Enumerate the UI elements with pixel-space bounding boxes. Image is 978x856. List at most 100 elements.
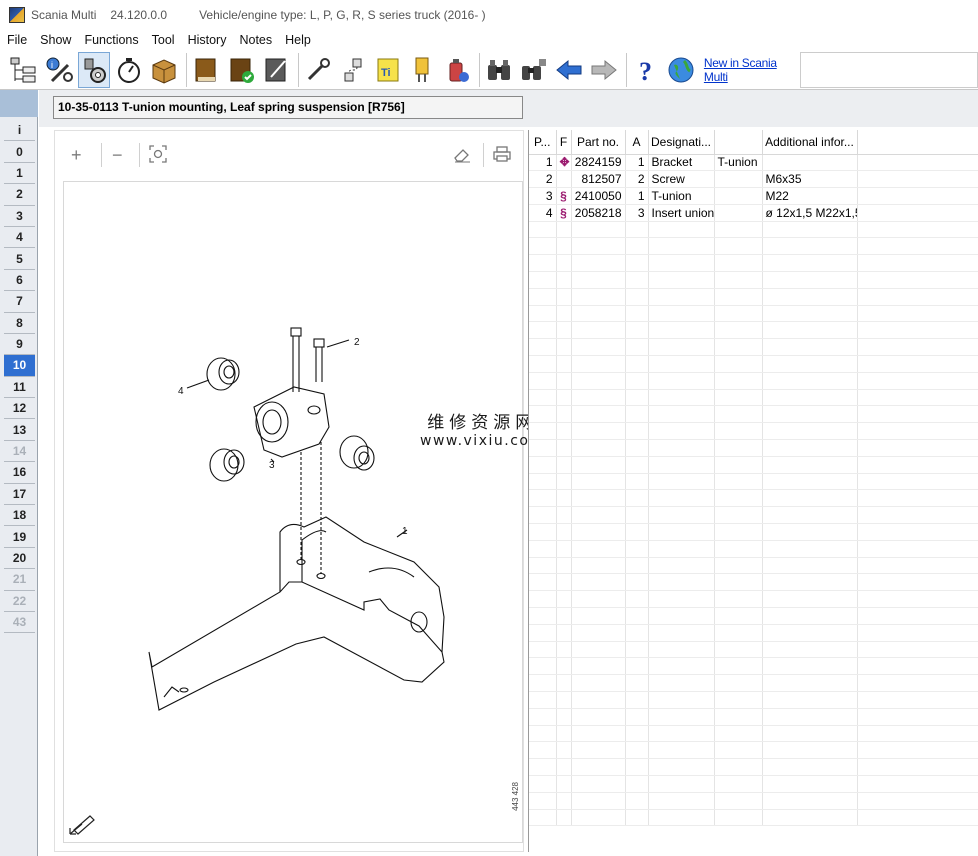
empty-cell bbox=[625, 725, 649, 743]
empty-cell bbox=[648, 607, 715, 625]
stopwatch-icon[interactable] bbox=[113, 52, 145, 88]
col-extra[interactable] bbox=[714, 130, 763, 155]
empty-row bbox=[529, 674, 978, 692]
menu-functions[interactable]: Functions bbox=[84, 33, 139, 47]
empty-row bbox=[529, 573, 978, 592]
menu-show[interactable]: Show bbox=[40, 33, 72, 47]
section-tab-20[interactable]: 20 bbox=[4, 548, 35, 570]
drawing-toolbar-divider bbox=[101, 143, 102, 167]
menu-file[interactable]: File bbox=[7, 33, 28, 47]
empty-cell bbox=[556, 557, 572, 575]
empty-cell bbox=[625, 523, 649, 541]
empty-row bbox=[529, 422, 978, 441]
connector-icon[interactable] bbox=[337, 52, 369, 88]
empty-cell bbox=[529, 254, 557, 273]
tree-structure-icon[interactable] bbox=[8, 52, 40, 88]
binoculars-icon[interactable] bbox=[483, 52, 515, 88]
empty-cell bbox=[648, 641, 715, 659]
section-tab-17[interactable]: 17 bbox=[4, 484, 35, 506]
empty-cell bbox=[762, 506, 858, 525]
empty-cell bbox=[714, 657, 763, 676]
back-arrow-icon[interactable] bbox=[553, 52, 585, 88]
section-tab-14: 14 bbox=[4, 441, 35, 463]
empty-cell bbox=[857, 288, 978, 306]
section-tab-10[interactable]: 10 bbox=[4, 355, 35, 377]
empty-cell bbox=[857, 590, 978, 609]
package-icon[interactable] bbox=[148, 52, 180, 88]
col-additional-info[interactable]: Additional infor... bbox=[762, 130, 858, 155]
manual-book-icon[interactable] bbox=[190, 52, 222, 88]
section-tab-5[interactable]: 5 bbox=[4, 248, 35, 270]
fit-to-window-icon[interactable] bbox=[149, 145, 167, 168]
callout-3: 3 bbox=[269, 460, 275, 471]
empty-cell bbox=[625, 405, 649, 424]
empty-cell bbox=[529, 708, 557, 726]
toolbar-divider bbox=[479, 52, 481, 87]
empty-cell bbox=[556, 422, 572, 441]
empty-cell bbox=[571, 809, 626, 827]
help-question-icon[interactable]: ? bbox=[630, 52, 662, 88]
section-tab-16[interactable]: 16 bbox=[4, 462, 35, 484]
section-tab-3[interactable]: 3 bbox=[4, 206, 35, 227]
parts-gear-icon[interactable] bbox=[77, 51, 111, 88]
zoom-in-icon[interactable]: + bbox=[71, 145, 82, 165]
empty-cell bbox=[648, 456, 715, 474]
empty-cell bbox=[857, 489, 978, 508]
empty-cell bbox=[648, 725, 715, 743]
col-quantity[interactable]: A bbox=[625, 130, 649, 155]
col-position[interactable]: P... bbox=[529, 130, 557, 155]
edit-book-icon[interactable] bbox=[260, 52, 292, 88]
col-designation[interactable]: Designati... bbox=[648, 130, 715, 155]
section-tab-7[interactable]: 7 bbox=[4, 291, 35, 313]
empty-cell bbox=[714, 792, 763, 810]
eraser-icon[interactable] bbox=[453, 145, 471, 168]
section-tab-1[interactable]: 1 bbox=[4, 163, 35, 185]
empty-row bbox=[529, 456, 978, 474]
fluid-bottle-icon[interactable] bbox=[441, 52, 473, 88]
empty-cell bbox=[556, 473, 572, 491]
section-tab-2[interactable]: 2 bbox=[4, 184, 35, 206]
menu-help[interactable]: Help bbox=[285, 33, 311, 47]
menu-history[interactable]: History bbox=[187, 33, 227, 47]
section-tab-12[interactable]: 12 bbox=[4, 398, 35, 420]
watermark-cn: 维修资源网 bbox=[427, 413, 538, 433]
menu-notes[interactable]: Notes bbox=[239, 33, 273, 47]
empty-cell bbox=[762, 590, 858, 609]
diagnose-tools-icon[interactable]: i bbox=[43, 52, 75, 88]
menu-tool[interactable]: Tool bbox=[151, 33, 175, 47]
section-tab-11[interactable]: 11 bbox=[4, 377, 35, 399]
empty-cell bbox=[571, 271, 626, 289]
empty-cell bbox=[714, 338, 763, 357]
col-part-number[interactable]: Part no. bbox=[571, 130, 626, 155]
section-tab-18[interactable]: 18 bbox=[4, 505, 35, 527]
globe-icon[interactable] bbox=[665, 52, 697, 88]
exploded-view-drawing[interactable]: 2 4 3 1 443 428 bbox=[63, 181, 523, 843]
col-flag[interactable]: F bbox=[556, 130, 572, 155]
section-tab-19[interactable]: 19 bbox=[4, 526, 35, 548]
wrench-icon[interactable] bbox=[302, 52, 334, 88]
section-tab-9[interactable]: 9 bbox=[4, 334, 35, 356]
zoom-out-icon[interactable]: − bbox=[112, 145, 123, 165]
empty-cell bbox=[556, 775, 572, 793]
section-tab-6[interactable]: 6 bbox=[4, 270, 35, 292]
new-in-scania-multi-link[interactable]: New in Scania Multi bbox=[703, 55, 777, 84]
section-tab-0[interactable]: 0 bbox=[4, 141, 35, 163]
fuse-relay-icon[interactable] bbox=[406, 52, 438, 88]
empty-row bbox=[529, 758, 978, 776]
forward-arrow-icon[interactable] bbox=[588, 52, 620, 88]
approved-book-icon[interactable] bbox=[225, 52, 257, 88]
empty-cell bbox=[857, 708, 978, 726]
watermark-url: www.vixiu.com bbox=[420, 433, 545, 449]
section-tab-i[interactable]: i bbox=[4, 120, 35, 142]
section-tab-13[interactable]: 13 bbox=[4, 419, 35, 441]
empty-cell bbox=[648, 809, 715, 827]
section-tab-4[interactable]: 4 bbox=[4, 227, 35, 249]
technical-info-icon[interactable]: Ti bbox=[372, 52, 404, 88]
print-icon[interactable] bbox=[493, 145, 511, 168]
section-tab-8[interactable]: 8 bbox=[4, 313, 35, 334]
binoculars-advanced-icon[interactable] bbox=[518, 52, 550, 88]
